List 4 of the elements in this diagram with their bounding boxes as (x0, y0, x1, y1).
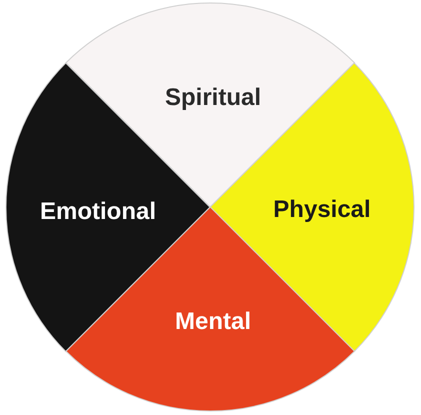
quadrant-label: Emotional (40, 198, 156, 226)
quadrant-label: Spiritual (164, 84, 261, 112)
quadrant-label: Physical (273, 196, 371, 224)
quadrant-label: Mental (174, 308, 251, 336)
